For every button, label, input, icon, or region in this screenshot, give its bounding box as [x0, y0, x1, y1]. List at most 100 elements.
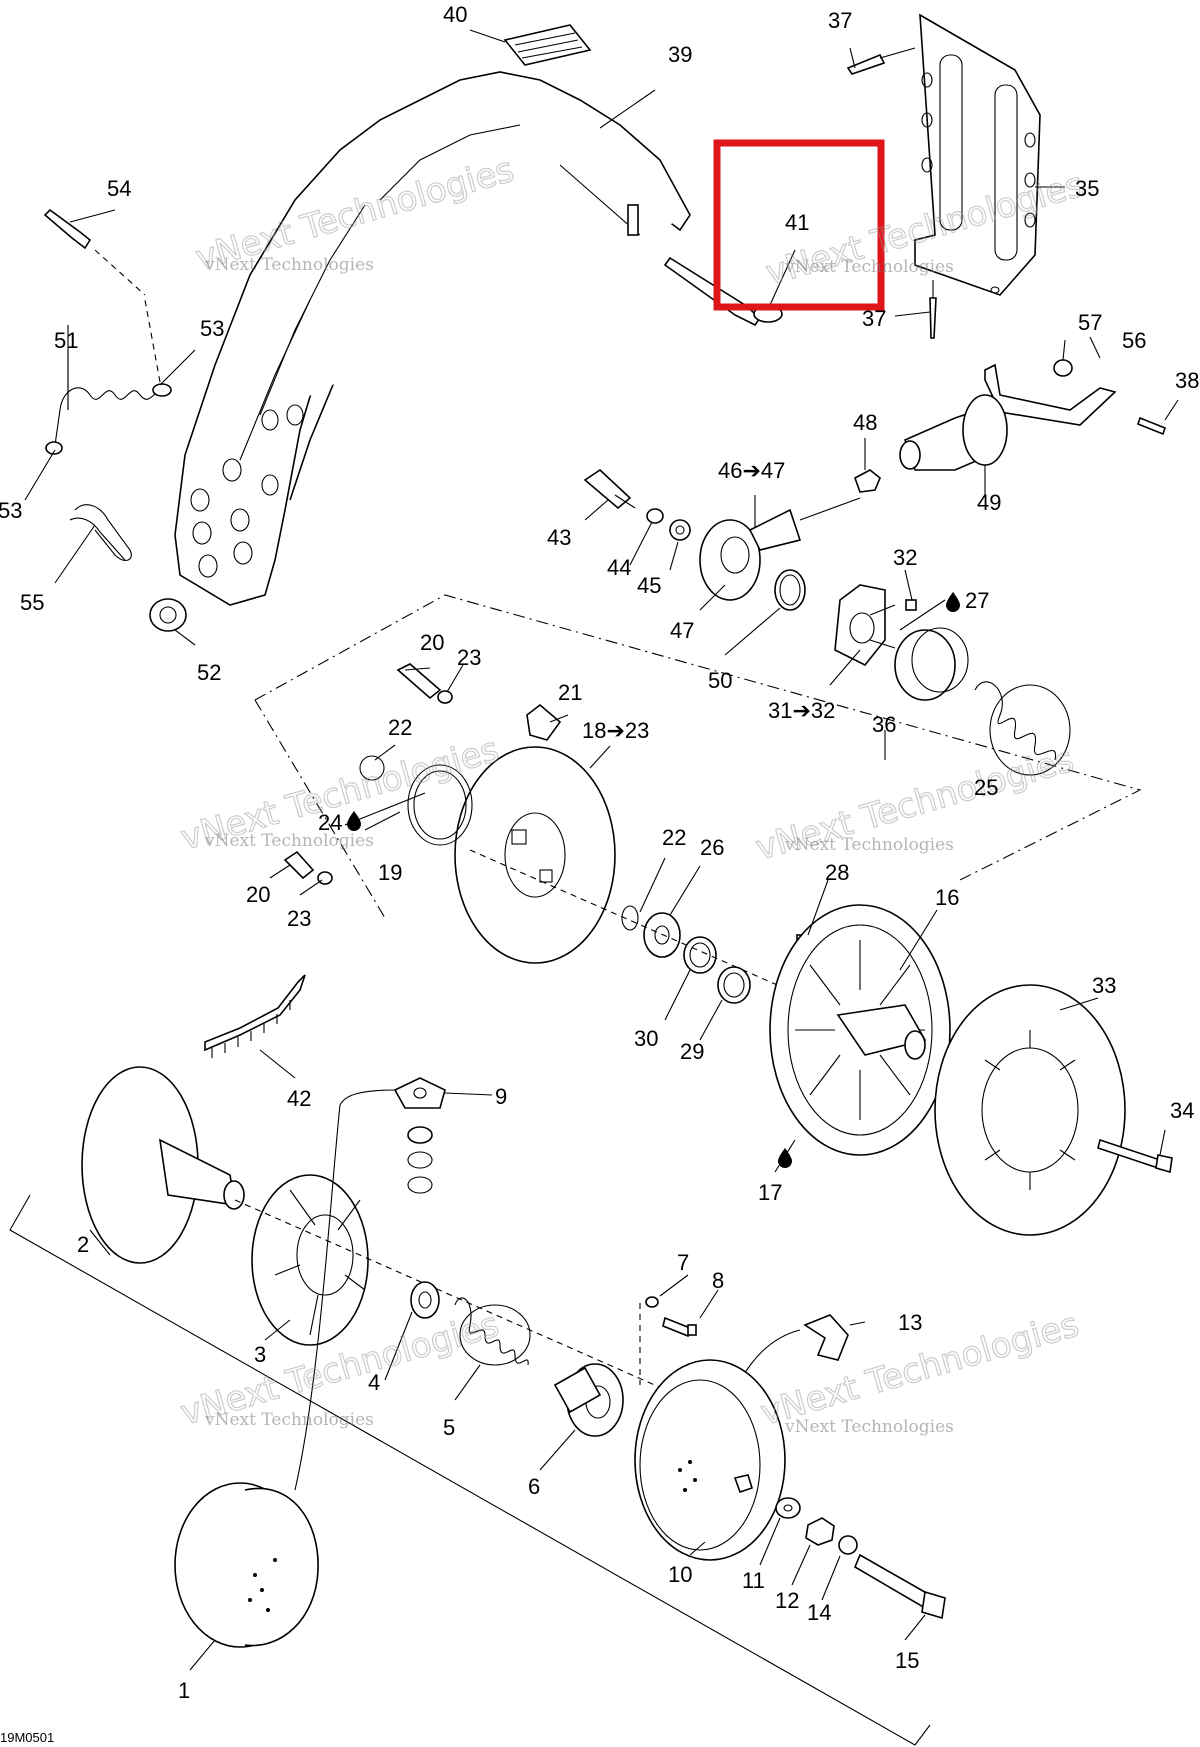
nut-part-12[interactable] [805, 1517, 835, 1546]
oring-part-22-top[interactable] [359, 755, 385, 781]
label-21: 21 [558, 680, 582, 705]
clip-part-55[interactable] [69, 504, 132, 561]
fixed-sheave-part-18[interactable] [454, 746, 616, 964]
bracket-part-56[interactable] [984, 363, 1117, 426]
label-35: 35 [1075, 176, 1099, 201]
washer-part-4[interactable] [410, 1281, 440, 1319]
label-25: 25 [974, 775, 998, 800]
rivet-part-37-top[interactable] [846, 47, 916, 75]
cup-part-36[interactable] [894, 627, 969, 701]
rivet-part-37-bottom[interactable] [929, 280, 937, 339]
label-57: 57 [1078, 310, 1102, 335]
axis-line-lower [234, 1199, 701, 1406]
drop-icon [778, 1148, 792, 1168]
label-23: 23 [287, 906, 311, 931]
movable-sheave-part-16[interactable] [769, 904, 951, 1156]
washer-part-23-top[interactable] [437, 690, 453, 704]
spring-part-25[interactable] [974, 681, 1071, 776]
washer-part-11[interactable] [775, 1497, 801, 1519]
bushing-part-13[interactable] [803, 1314, 849, 1361]
washer-part-14[interactable] [838, 1535, 858, 1555]
rivet-part-54[interactable] [43, 208, 146, 296]
ring-part-50[interactable] [774, 569, 806, 611]
belt-guard-part-39[interactable] [174, 71, 692, 606]
label-13: 13 [898, 1310, 922, 1335]
label-52: 52 [197, 660, 221, 685]
label-20: 20 [246, 882, 270, 907]
washer-part-26[interactable] [643, 912, 681, 958]
spider-part-31[interactable] [834, 584, 896, 667]
bearing-part-46[interactable] [699, 497, 861, 601]
washer-part-29[interactable] [717, 966, 751, 1004]
svg-text:vNext Technologies: vNext Technologies [784, 1417, 954, 1437]
bracket-part-35[interactable] [914, 13, 1041, 296]
grommet-part-52[interactable] [149, 598, 187, 632]
eyelet-part-53-left[interactable] [45, 441, 63, 455]
label-50: 50 [708, 668, 732, 693]
label-42: 42 [287, 1086, 311, 1111]
retainer-part-1[interactable] [174, 1482, 319, 1648]
label-10: 10 [668, 1562, 692, 1587]
label-6: 6 [528, 1474, 540, 1499]
label-31-32: 31➔32 [768, 698, 835, 723]
washer-part-7[interactable] [645, 1296, 659, 1308]
oring-part-22-bottom[interactable] [621, 905, 639, 931]
washer-part-45[interactable] [669, 519, 691, 541]
label-53: 53 [0, 498, 22, 523]
svg-text:vNext Technologies: vNext Technologies [204, 1410, 374, 1430]
svg-text:vNext Technologies: vNext Technologies [204, 831, 374, 851]
bolt-part-43[interactable] [583, 468, 636, 510]
washer-part-44[interactable] [646, 508, 664, 524]
svg-text:vNext Technologies: vNext Technologies [784, 257, 954, 277]
assembly-outline-lower [254, 699, 386, 919]
washer-part-57[interactable] [1053, 359, 1073, 377]
cam-part-6[interactable] [553, 1363, 624, 1437]
label-36: 36 [872, 712, 896, 737]
label-33: 33 [1092, 973, 1116, 998]
bolt-part-20-bottom[interactable] [283, 850, 315, 880]
label-2: 2 [77, 1232, 89, 1257]
spring-part-5[interactable] [454, 1297, 531, 1366]
shaft-part-49[interactable] [899, 394, 1008, 471]
washer-part-30[interactable] [683, 936, 717, 974]
label-27: 27 [965, 588, 989, 613]
drop-icon [946, 592, 960, 612]
label-37: 37 [862, 306, 886, 331]
label-18-23: 18➔23 [582, 718, 649, 743]
bolt-part-20-top[interactable] [396, 663, 442, 700]
nut-part-48[interactable] [854, 469, 881, 493]
label-8: 8 [712, 1268, 724, 1293]
label-49: 49 [977, 490, 1001, 515]
washer-part-23-bottom[interactable] [317, 871, 333, 885]
drive-belt-part-42[interactable] [204, 974, 306, 1058]
svg-text:vNext Technologies: vNext Technologies [204, 255, 374, 275]
roller-part-9[interactable] [393, 1077, 446, 1194]
label-30: 30 [634, 1026, 658, 1051]
diagram-code: 19M0501 [0, 1730, 54, 1745]
cover-part-10[interactable] [634, 1359, 786, 1561]
disc-part-33[interactable] [934, 984, 1126, 1236]
decal-part-40[interactable] [503, 24, 592, 66]
label-37: 37 [828, 8, 852, 33]
label-7: 7 [677, 1250, 689, 1275]
bolt-part-34[interactable] [1097, 1138, 1173, 1174]
label-11: 11 [742, 1568, 765, 1593]
button-part-32[interactable] [905, 599, 917, 611]
assembly-frame-lower [9, 1194, 931, 1746]
rivet-part-38[interactable] [1137, 416, 1166, 436]
label-9: 9 [495, 1084, 507, 1109]
label-5: 5 [443, 1415, 455, 1440]
movable-drive-sheave-part-3[interactable] [251, 1174, 369, 1346]
fixed-drive-sheave-part-2[interactable] [81, 1066, 245, 1264]
callout-labels: 40 39 37 35 54 41 37 51 53 57 56 38 53 4… [0, 2, 1199, 1703]
slider-part-21[interactable] [526, 703, 562, 741]
bolt-part-15[interactable] [853, 1553, 946, 1620]
label-41: 41 [785, 210, 809, 235]
eyelet-part-53-right[interactable] [144, 299, 172, 397]
label-39: 39 [668, 42, 692, 67]
oring-part-19[interactable] [407, 764, 473, 846]
bolt-part-8[interactable] [662, 1316, 697, 1338]
label-48: 48 [853, 410, 877, 435]
label-22: 22 [662, 825, 686, 850]
